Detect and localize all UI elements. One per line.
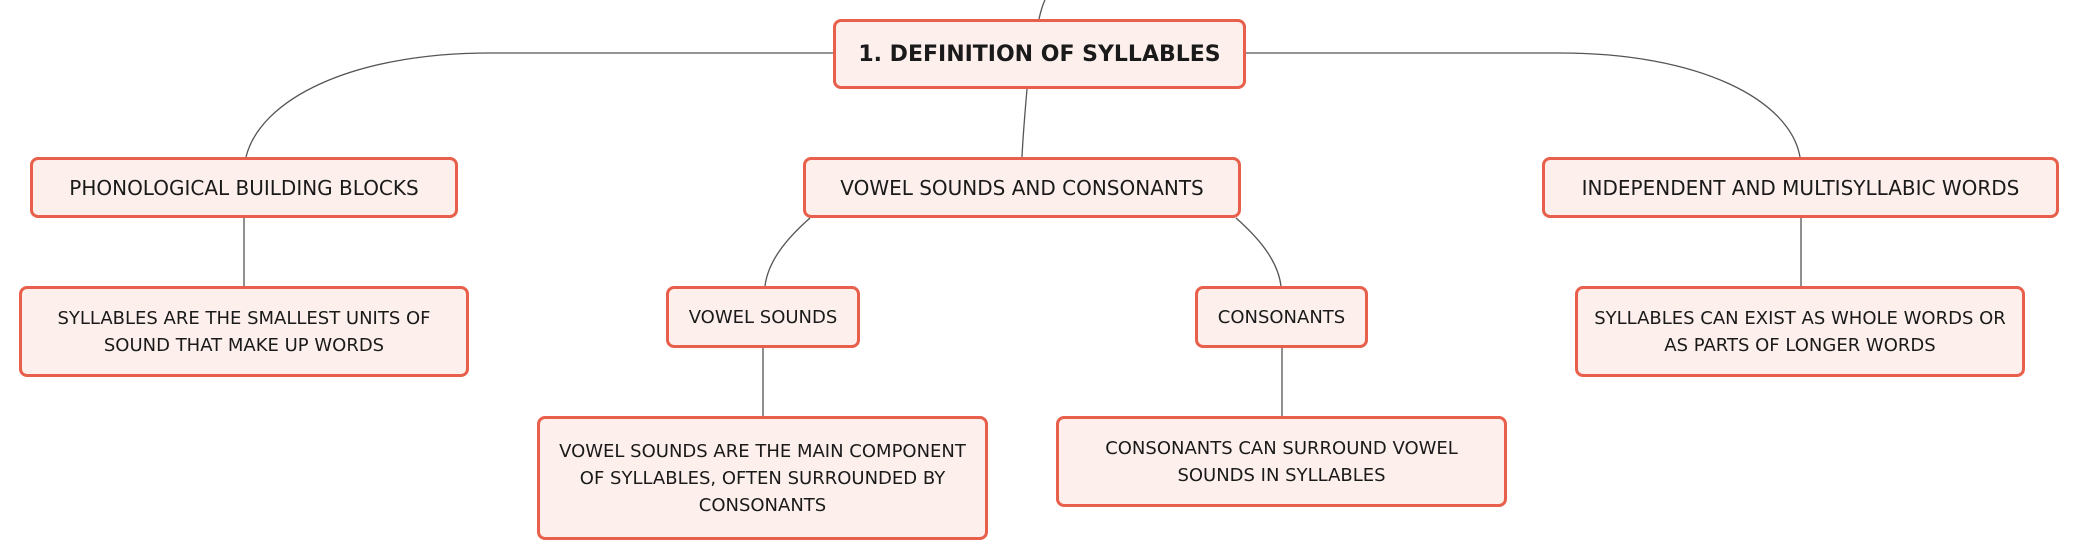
topic-label: INDEPENDENT AND MULTISYLLABIC WORDS: [1581, 175, 2020, 200]
topic-node-vowel-sounds-and-consonants[interactable]: VOWEL SOUNDS AND CONSONANTS: [803, 157, 1241, 218]
topic-node-independent-and-multisyllabic-words[interactable]: INDEPENDENT AND MULTISYLLABIC WORDS: [1542, 157, 2059, 218]
root-topic-label: 1. DEFINITION OF SYLLABLES: [858, 41, 1221, 67]
detail-text: VOWEL SOUNDS ARE THE MAIN COMPONENT OF S…: [559, 440, 966, 516]
connector-root-to-vowels-consonants: [1021, 88, 1028, 158]
detail-node-phonological[interactable]: SYLLABLES ARE THE SMALLEST UNITS OF SOUN…: [19, 286, 469, 377]
connector-vowels-consonants-to-vowel: [764, 217, 811, 287]
detail-text: SYLLABLES ARE THE SMALLEST UNITS OF SOUN…: [57, 307, 431, 356]
detail-text: CONSONANTS CAN SURROUND VOWEL SOUNDS IN …: [1105, 437, 1458, 486]
connector-root-to-phonological: [245, 52, 833, 158]
subtopic-node-vowel-sounds[interactable]: VOWEL SOUNDS: [666, 286, 860, 348]
subtopic-label: CONSONANTS: [1217, 306, 1346, 328]
subtopic-label: VOWEL SOUNDS: [688, 306, 838, 328]
detail-node-vowel-sounds[interactable]: VOWEL SOUNDS ARE THE MAIN COMPONENT OF S…: [537, 416, 988, 540]
root-topic-node[interactable]: 1. DEFINITION OF SYLLABLES: [833, 19, 1246, 89]
topic-label: VOWEL SOUNDS AND CONSONANTS: [840, 175, 1204, 200]
connector-vowels-consonants-to-consonant: [1235, 217, 1282, 287]
detail-node-consonants[interactable]: CONSONANTS CAN SURROUND VOWEL SOUNDS IN …: [1056, 416, 1507, 507]
subtopic-node-consonants[interactable]: CONSONANTS: [1195, 286, 1368, 348]
topic-label: PHONOLOGICAL BUILDING BLOCKS: [69, 175, 419, 200]
connector-root-to-parent: [1038, 0, 1046, 20]
detail-text: SYLLABLES CAN EXIST AS WHOLE WORDS OR AS…: [1594, 307, 2006, 356]
topic-node-phonological-building-blocks[interactable]: PHONOLOGICAL BUILDING BLOCKS: [30, 157, 458, 218]
connector-root-to-independent: [1246, 52, 1801, 158]
detail-node-independent[interactable]: SYLLABLES CAN EXIST AS WHOLE WORDS OR AS…: [1575, 286, 2025, 377]
